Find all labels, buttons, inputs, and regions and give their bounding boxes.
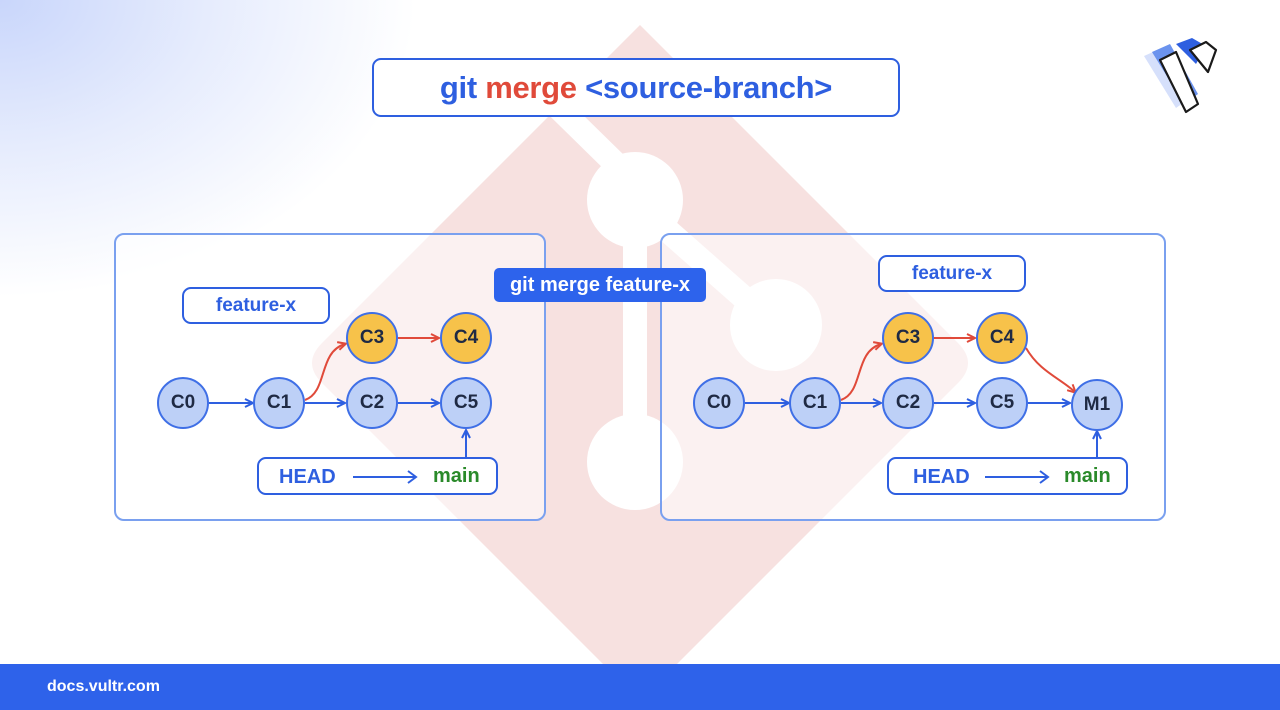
after-head-label: HEAD <box>913 466 970 488</box>
after-commit-c3: C3 <box>882 312 934 364</box>
title-git: git <box>439 69 477 105</box>
title-source-branch: <source-branch> <box>585 69 833 105</box>
footer-url[interactable]: docs.vultr.com <box>47 678 160 695</box>
vultr-logo-icon <box>1144 38 1218 114</box>
merge-command-label: git merge feature-x <box>494 268 706 302</box>
before-commit-c0: C0 <box>157 377 209 429</box>
before-main-label: main <box>433 465 480 487</box>
title-merge: merge <box>485 69 577 105</box>
before-head-label: HEAD <box>279 466 336 488</box>
before-branch-label: feature-x <box>182 287 330 324</box>
footer-bar: docs.vultr.com <box>0 664 1280 710</box>
title-command: git merge <source-branch> <box>372 58 900 117</box>
after-commit-c2: C2 <box>882 377 934 429</box>
after-commit-c5: C5 <box>976 377 1028 429</box>
before-commit-c4: C4 <box>440 312 492 364</box>
after-commit-c0: C0 <box>693 377 745 429</box>
after-commit-c4: C4 <box>976 312 1028 364</box>
after-main-label: main <box>1064 465 1111 487</box>
after-head-arrow <box>985 470 1050 484</box>
before-head-arrow <box>353 470 418 484</box>
after-commit-c1: C1 <box>789 377 841 429</box>
before-commit-c3: C3 <box>346 312 398 364</box>
after-branch-label: feature-x <box>878 255 1026 292</box>
before-commit-c1: C1 <box>253 377 305 429</box>
after-merge-commit-m1: M1 <box>1071 379 1123 431</box>
after-head-pointer: HEAD main <box>887 457 1128 495</box>
before-commit-c2: C2 <box>346 377 398 429</box>
before-head-pointer: HEAD main <box>257 457 498 495</box>
before-commit-c5: C5 <box>440 377 492 429</box>
